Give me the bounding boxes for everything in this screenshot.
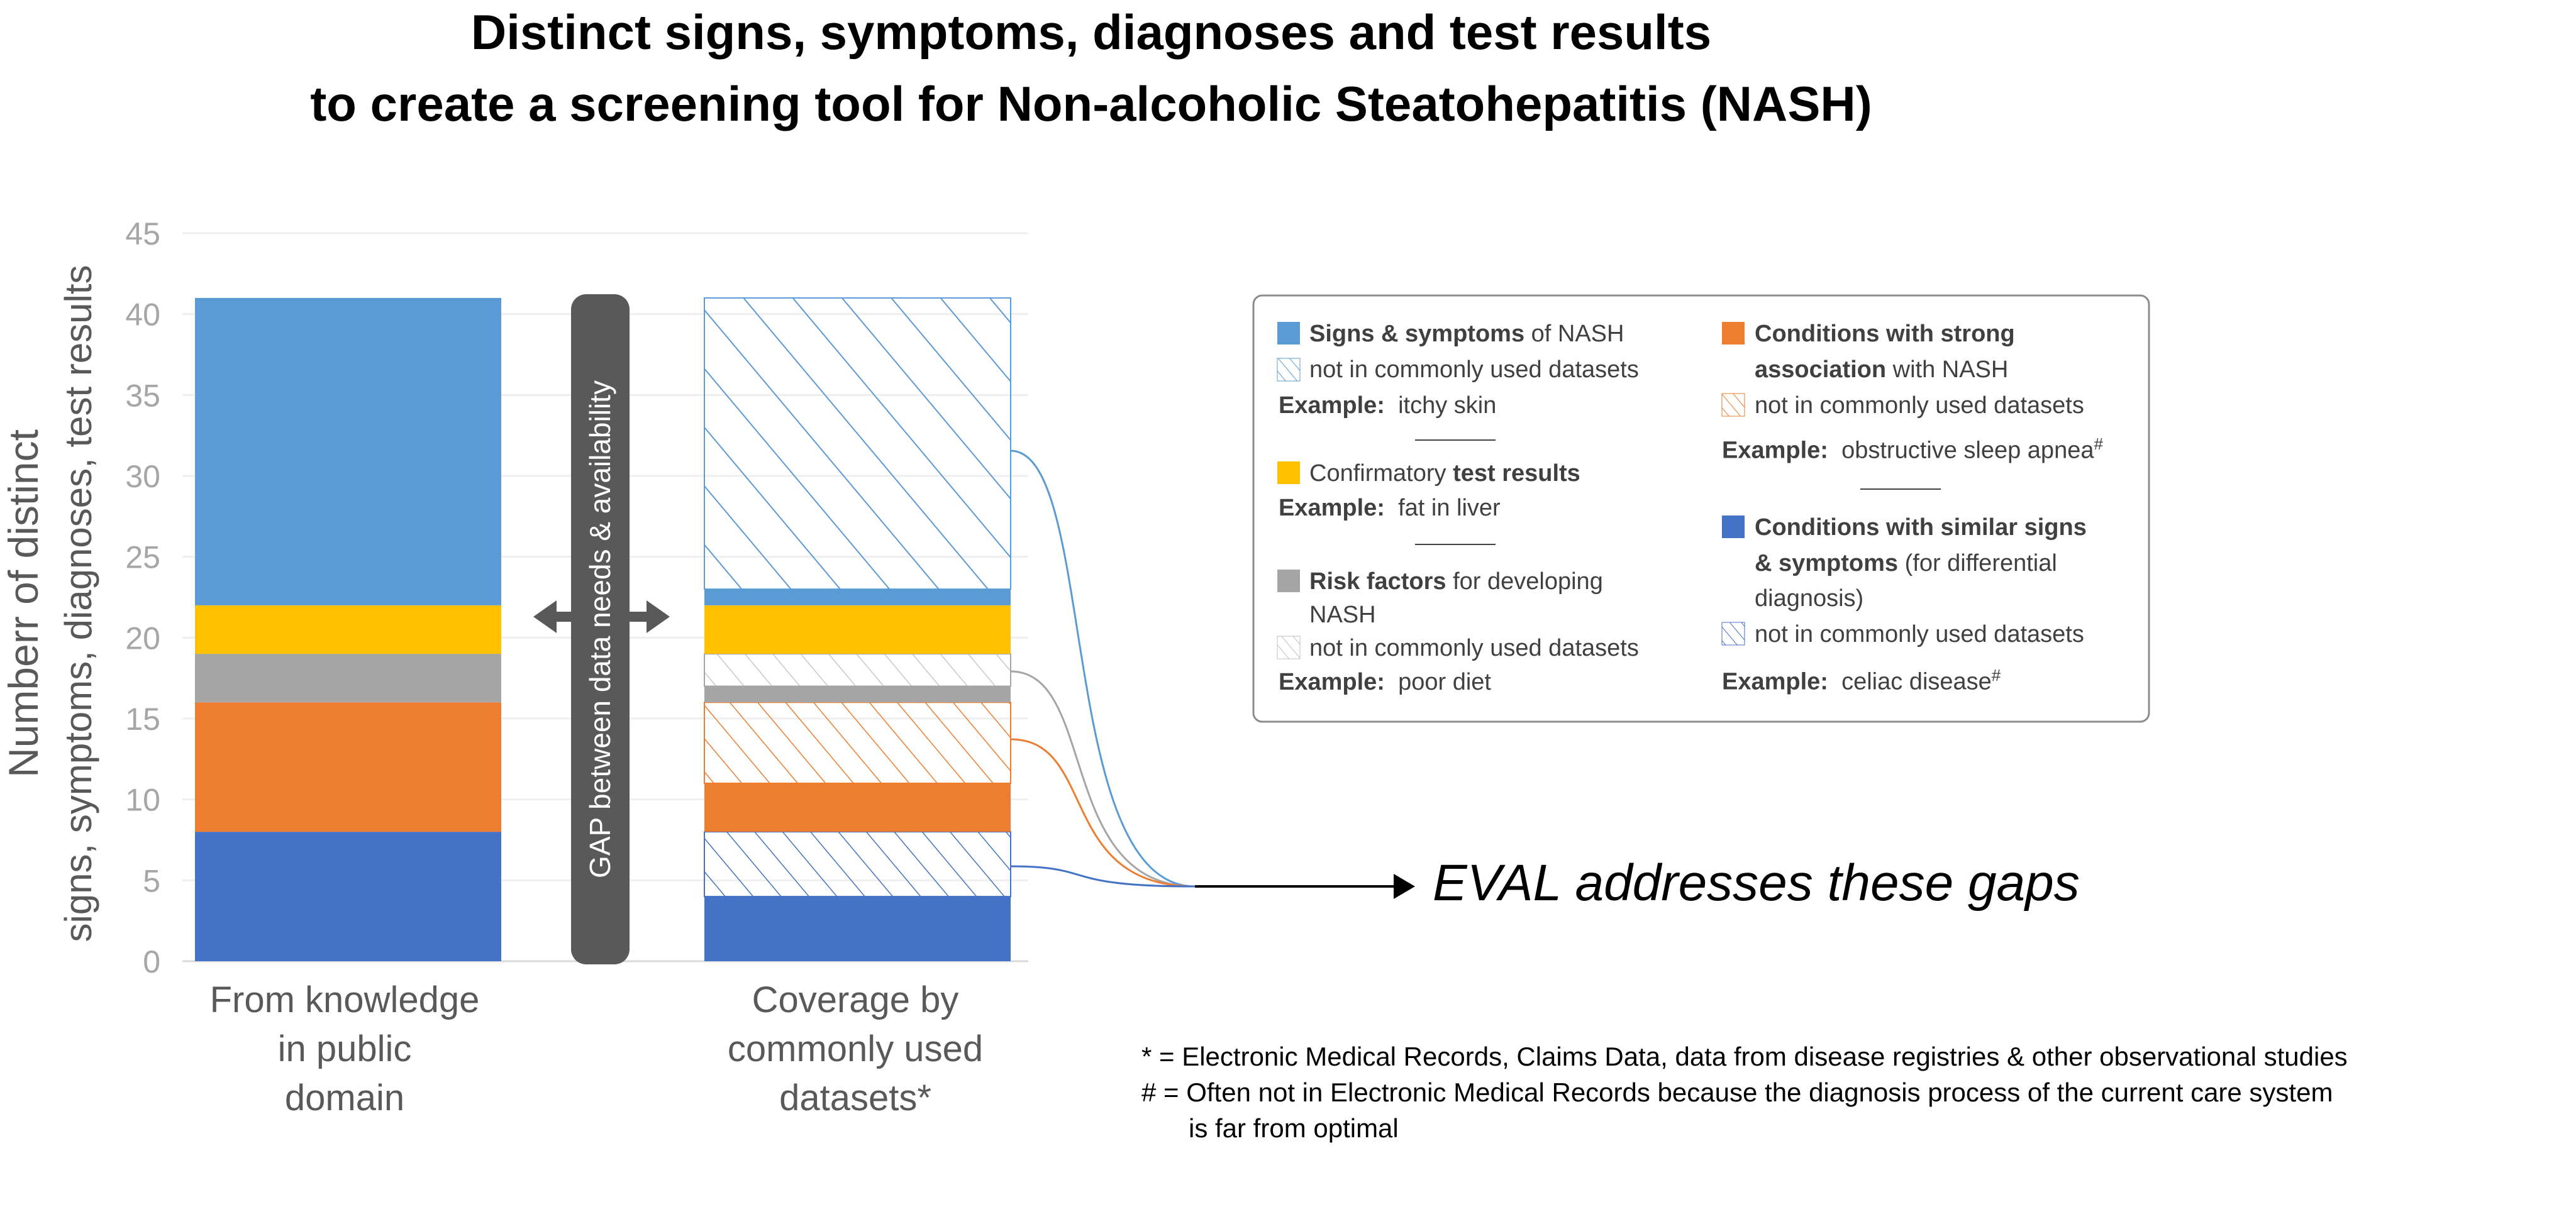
legend-similar: Conditions with similar signs [1755, 514, 2087, 541]
y-tick-label: 40 [125, 297, 160, 333]
legend-signs-not: not in commonly used datasets [1309, 356, 1639, 383]
legend-swatch-similar [1722, 516, 1745, 538]
y-tick-label: 0 [143, 944, 160, 979]
bar-segment-risk-factors-for-developing-nash [195, 654, 501, 703]
legend-swatch-assoc [1722, 322, 1745, 345]
legend-swatches [1277, 322, 1941, 659]
eval-label: EVAL addresses these gaps [1433, 854, 2080, 912]
bar-segment-conditions-with-strong-association-with-nash [195, 702, 501, 832]
legend-risk-line2: NASH [1309, 602, 1376, 628]
legend-box [1252, 294, 2150, 723]
bar-segment-conditions-with-strong-association-not-in-commonly-used-datasets [704, 702, 1011, 784]
y-tick-label: 35 [125, 378, 160, 413]
legend-assoc-example: Example: obstructive sleep apnea# [1722, 434, 2103, 464]
gap-label: GAP between data needs & availability [584, 380, 616, 878]
legend-assoc: Conditions with strong [1755, 321, 2015, 347]
legend-swatch-signs [1277, 322, 1300, 345]
bar-segment-confirmatory-test-results [195, 605, 501, 654]
y-tick-label: 30 [125, 459, 160, 494]
footnote-star: * = Electronic Medical Records, Claims D… [1141, 1042, 2348, 1071]
bar-segment-signs-symptoms-of-nash [195, 297, 501, 605]
legend-assoc-not: not in commonly used datasets [1755, 392, 2084, 419]
y-axis-label-line-2: signs, symptoms, diagnoses, test results [57, 265, 99, 942]
bar-segment-confirmatory-test-results [704, 605, 1011, 654]
bar-segment-conditions-with-similar-signs-symptoms-not-in-commonly-used-datasets [704, 831, 1011, 898]
legend-similar-line2: & symptoms (for differential [1755, 550, 2057, 576]
legend-similar-line3: diagnosis) [1755, 585, 1864, 612]
legend-similar-example: Example: celiac disease# [1722, 666, 2001, 695]
bar-segment-risk-factors-not-in-commonly-used-datasets [704, 653, 1011, 687]
gap-label-box [571, 294, 630, 964]
gap-connectors [1010, 449, 1415, 899]
legend-swatch-risk [1277, 570, 1300, 592]
bar-segment-conditions-with-similar-signs-symptoms-for-differential-diagnosis [704, 896, 1011, 961]
legend-assoc-line2: association with NASH [1755, 356, 2009, 383]
y-tick-label: 15 [125, 702, 160, 737]
bar-segment-signs-symptoms-of-nash [704, 589, 1011, 605]
bar-segment-risk-factors-for-developing-nash [704, 686, 1011, 703]
legend-risk: Risk factors for developing [1309, 568, 1603, 595]
legend-signs-example: Example: itchy skin [1279, 392, 1497, 419]
bars [195, 297, 1011, 961]
legend-swatch-assoc-hatched [1721, 393, 1745, 417]
legend-test-example: Example: fat in liver [1279, 495, 1501, 521]
y-tick-label: 10 [125, 783, 160, 818]
legend-signs: Signs & symptoms of NASH [1309, 321, 1624, 347]
legend-risk-not: not in commonly used datasets [1309, 635, 1639, 661]
bar-segment-conditions-with-similar-signs-symptoms-for-differential-diagnosis [195, 832, 501, 961]
footnote-hash-line1: # = Often not in Electronic Medical Reco… [1141, 1078, 2333, 1107]
chart-title-line-1: Distinct signs, symptoms, diagnoses and … [470, 4, 1712, 60]
bar-segment-signs-symptoms-not-in-commonly-used-datasets [704, 297, 1011, 590]
y-tick-label: 5 [143, 863, 160, 898]
y-axis-ticks: 0 5 10 15 20 25 30 35 40 45 [125, 216, 160, 979]
legend-swatch-similar-hatched [1721, 622, 1745, 646]
footnote-hash-line2: is far from optimal [1189, 1113, 1399, 1143]
legend-risk-example: Example: poor diet [1279, 669, 1491, 695]
y-tick-label: 25 [125, 540, 160, 575]
legend-test: Confirmatory test results [1309, 460, 1580, 487]
chart-title-line-2: to create a screening tool for Non-alcoh… [310, 76, 1872, 131]
legend-swatch-test [1277, 461, 1300, 484]
legend-swatch-risk-hatched [1277, 636, 1301, 659]
y-tick-label: 20 [125, 620, 160, 656]
y-tick-label: 45 [125, 216, 160, 251]
bar-segment-conditions-with-strong-association-with-nash [704, 783, 1011, 832]
legend-similar-not: not in commonly used datasets [1755, 621, 2084, 648]
y-axis-label-line-1: Numberr of distinct [0, 429, 47, 778]
legend-swatch-signs-hatched [1277, 358, 1301, 382]
